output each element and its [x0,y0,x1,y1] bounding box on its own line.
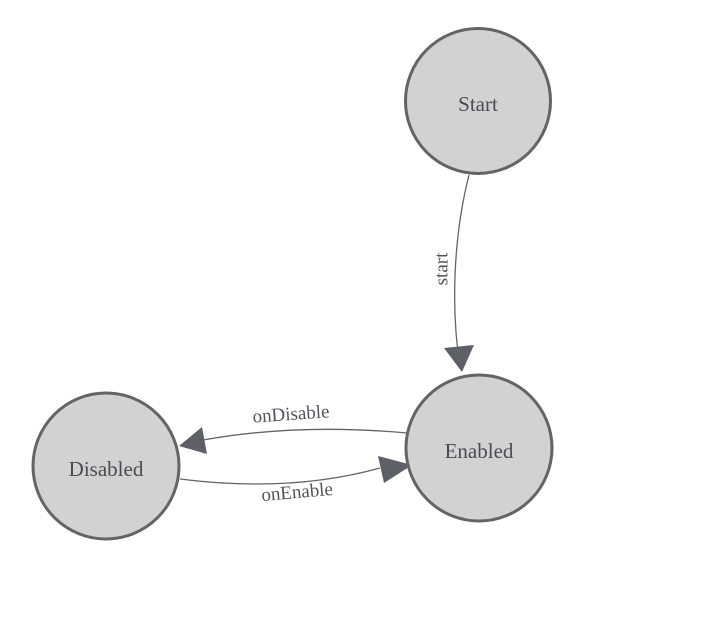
arrowhead-enabled-to-disabled [179,427,207,454]
edge-label-start: start [431,252,452,285]
node-disabled-label: Disabled [69,457,144,481]
node-enabled-label: Enabled [445,439,514,463]
node-start-label: Start [458,92,498,116]
node-enabled-circle[interactable] [404,373,554,523]
node-disabled-circle[interactable] [31,391,181,541]
arrowhead-disabled-to-enabled [378,456,412,483]
edge-line-start[interactable] [454,174,470,368]
edge-line-ondisable[interactable] [202,428,408,441]
node-start-circle[interactable] [404,27,552,175]
arrowhead-start-to-enabled [444,345,474,372]
edge-line-onenable[interactable] [179,467,381,485]
edge-disabled-to-enabled: onEnable [179,456,412,506]
node-start[interactable]: Start [404,27,552,175]
node-enabled[interactable]: Enabled [404,373,554,523]
edge-label-ondisable: onDisable [252,401,330,427]
node-disabled[interactable]: Disabled [31,391,181,541]
edge-start-to-enabled: start [431,174,474,372]
edge-enabled-to-disabled: onDisable [179,401,408,454]
edge-label-onenable: onEnable [260,479,333,506]
